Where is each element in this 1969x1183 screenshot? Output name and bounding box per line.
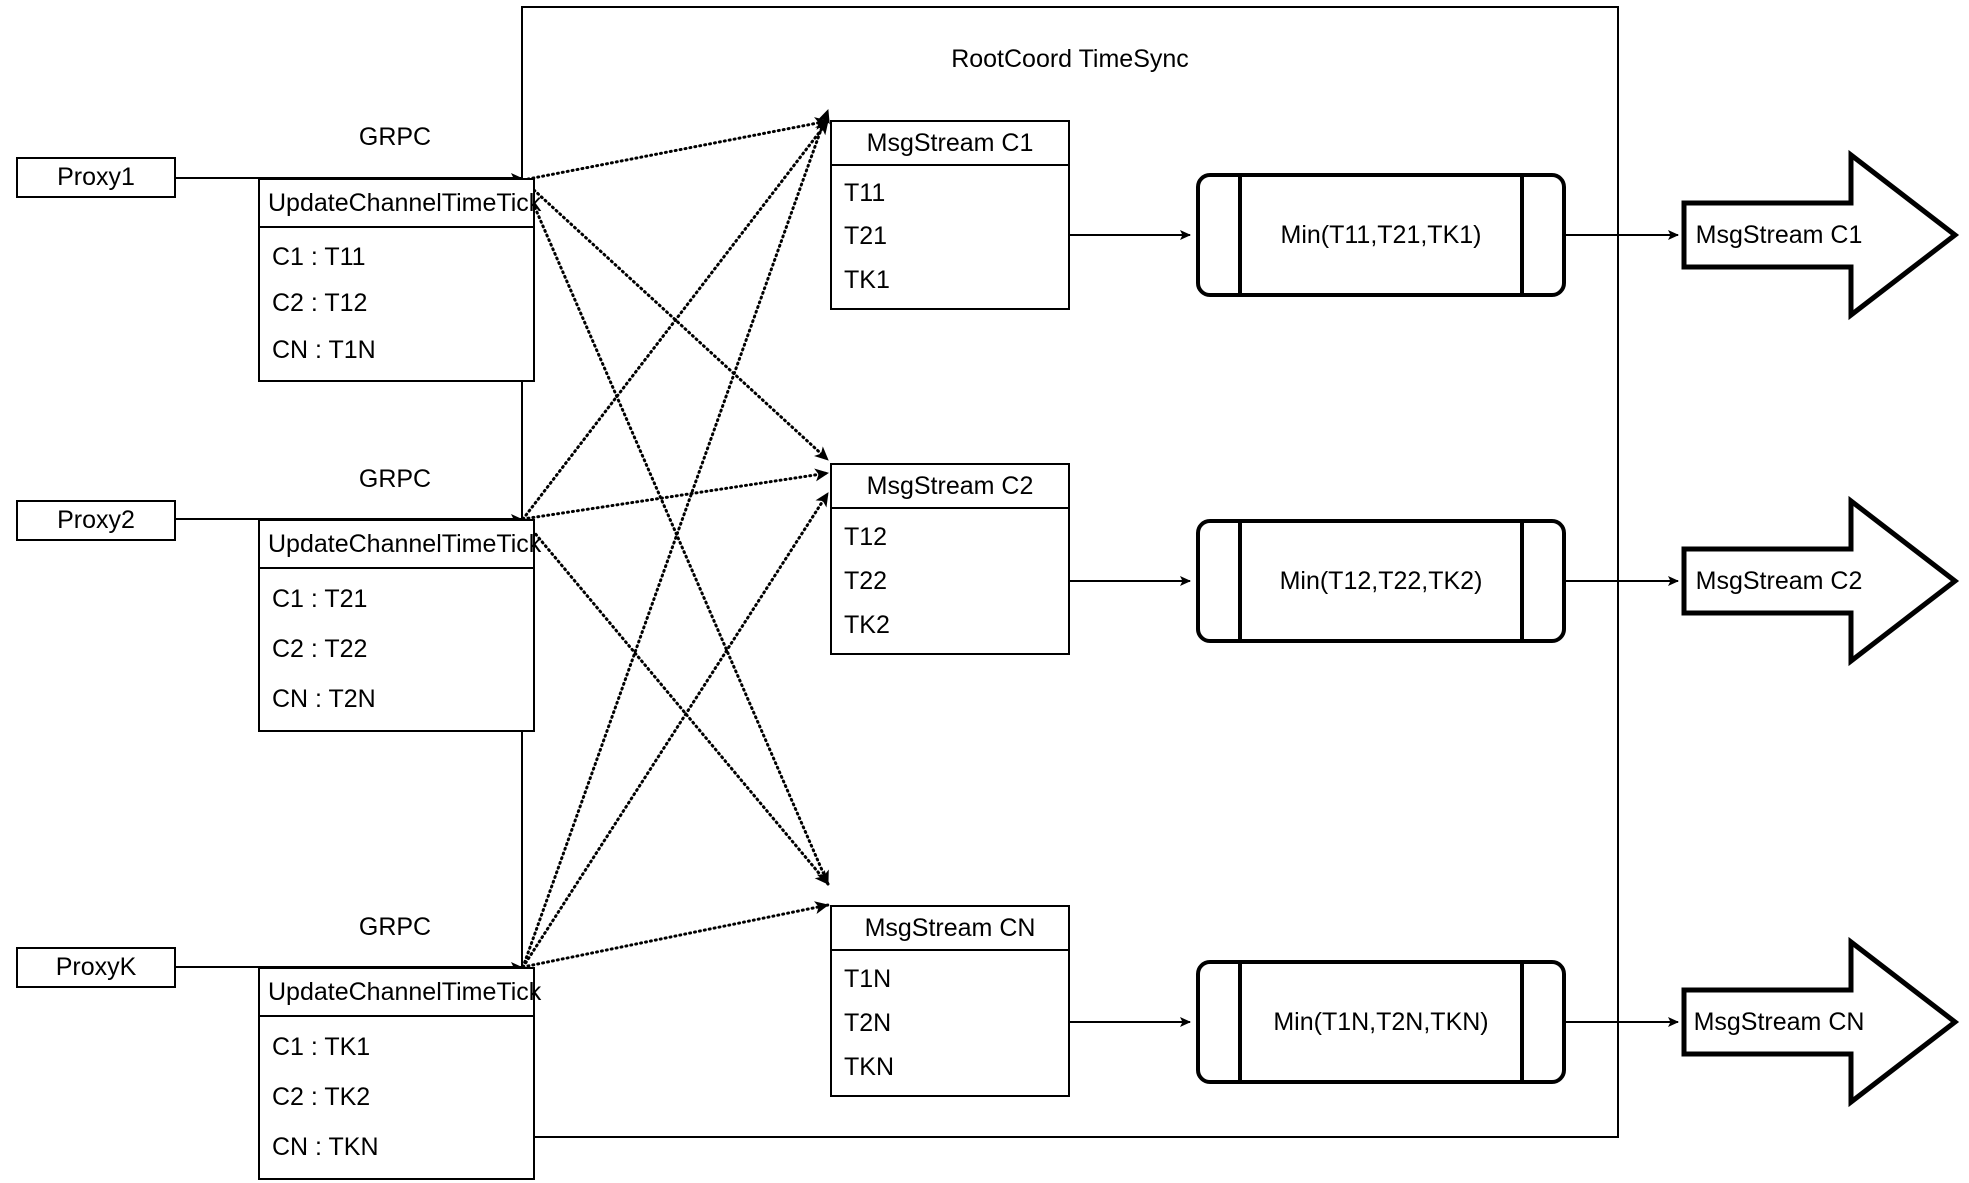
request-card-proxy2: UpdateChannelTimeTick C1 : T21 C2 : T22 … <box>258 519 541 732</box>
process-rule-right <box>1520 177 1524 293</box>
msgstream-card-body: T1N T2N TKN <box>832 951 1068 1095</box>
proxy-label: Proxy1 <box>57 163 135 191</box>
proxy-box-proxy2[interactable]: Proxy2 <box>16 500 176 541</box>
process-rule-right <box>1520 523 1524 639</box>
reducer-label: Min(T1N,T2N,TKN) <box>1273 1007 1489 1036</box>
request-row: C1 : T21 <box>272 585 368 614</box>
request-row: C1 : T11 <box>272 242 366 271</box>
process-rule-left <box>1238 177 1242 293</box>
proxy-label: ProxyK <box>55 953 137 981</box>
request-card-body: C1 : TK1 C2 : TK2 CN : TKN <box>260 1017 533 1178</box>
request-card-proxyk: UpdateChannelTimeTick C1 : TK1 C2 : TK2 … <box>258 967 541 1180</box>
msgstream-card-title: MsgStream C2 <box>832 465 1068 509</box>
reducer-process-cn: Min(T1N,T2N,TKN) <box>1196 960 1566 1084</box>
request-card-body: C1 : T11 C2 : T12 CN : T1N <box>260 228 533 380</box>
msgstream-card-c1: MsgStream C1 T11 T21 TK1 <box>830 120 1070 310</box>
msgstream-row: T12 <box>844 522 888 551</box>
request-card-body: C1 : T21 C2 : T22 CN : T2N <box>260 569 533 730</box>
grpc-label-proxy2: GRPC <box>358 465 432 493</box>
output-block-arrow-c2: MsgStream C2 <box>1684 549 1874 613</box>
proxy-box-proxy1[interactable]: Proxy1 <box>16 157 176 198</box>
request-card-proxy1: UpdateChannelTimeTick C1 : T11 C2 : T12 … <box>258 178 541 382</box>
request-card-title: UpdateChannelTimeTick <box>260 521 541 569</box>
output-label: MsgStream C1 <box>1695 220 1863 249</box>
msgstream-card-cn: MsgStream CN T1N T2N TKN <box>830 905 1070 1097</box>
output-label: MsgStream CN <box>1693 1007 1865 1036</box>
request-row: C1 : TK1 <box>272 1033 371 1062</box>
grpc-label-proxy1: GRPC <box>358 123 432 151</box>
msgstream-row: T22 <box>844 566 888 595</box>
proxy-box-proxyk[interactable]: ProxyK <box>16 947 176 988</box>
msgstream-card-body: T11 T21 TK1 <box>832 166 1068 308</box>
msgstream-card-body: T12 T22 TK2 <box>832 509 1068 653</box>
msgstream-row: T11 <box>844 179 886 208</box>
request-card-title: UpdateChannelTimeTick <box>260 969 541 1017</box>
reducer-label: Min(T12,T22,TK2) <box>1279 566 1483 595</box>
msgstream-row: T2N <box>844 1008 892 1037</box>
proxy-label: Proxy2 <box>57 506 135 534</box>
rootcoord-timesync-title: RootCoord TimeSync <box>951 45 1189 73</box>
process-rule-left <box>1238 964 1242 1080</box>
msgstream-card-title: MsgStream C1 <box>832 122 1068 166</box>
msgstream-row: TKN <box>844 1052 894 1081</box>
msgstream-card-title: MsgStream CN <box>832 907 1068 951</box>
request-row: C2 : TK2 <box>272 1082 371 1111</box>
reducer-process-c1: Min(T11,T21,TK1) <box>1196 173 1566 297</box>
request-row: CN : TKN <box>272 1132 379 1161</box>
request-row: CN : T1N <box>272 336 376 365</box>
output-label: MsgStream C2 <box>1695 566 1863 595</box>
request-row: C2 : T22 <box>272 634 368 663</box>
output-block-arrow-c1: MsgStream C1 <box>1684 203 1874 267</box>
grpc-label-proxyk: GRPC <box>358 913 432 941</box>
request-row: C2 : T12 <box>272 289 368 318</box>
msgstream-row: T21 <box>844 222 888 251</box>
msgstream-row: T1N <box>844 964 892 993</box>
output-block-arrow-cn: MsgStream CN <box>1684 990 1874 1054</box>
process-rule-left <box>1238 523 1242 639</box>
output-block-arrows <box>1681 149 1960 1108</box>
reducer-process-c2: Min(T12,T22,TK2) <box>1196 519 1566 643</box>
msgstream-row: TK2 <box>844 610 890 639</box>
process-rule-right <box>1520 964 1524 1080</box>
msgstream-card-c2: MsgStream C2 T12 T22 TK2 <box>830 463 1070 655</box>
request-card-title: UpdateChannelTimeTick <box>260 180 541 228</box>
msgstream-row: TK1 <box>844 265 890 294</box>
request-row: CN : T2N <box>272 684 376 713</box>
reducer-label: Min(T11,T21,TK1) <box>1280 220 1482 249</box>
